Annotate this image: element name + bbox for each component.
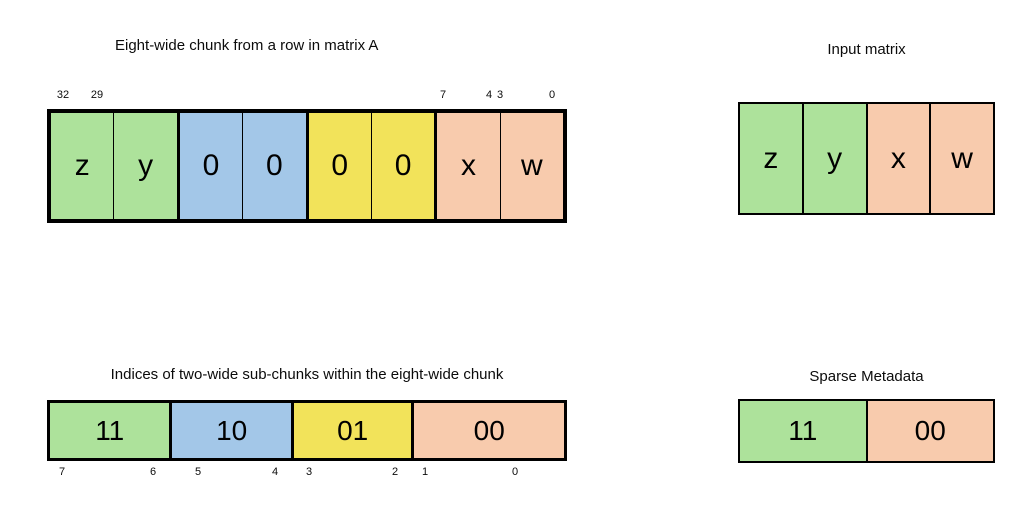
chunk-cell: 0	[371, 113, 438, 219]
chunk-cell-value: 0	[265, 149, 283, 182]
chunk-cell: 0	[243, 113, 309, 219]
chunk-cell-value: x	[460, 149, 476, 182]
input-matrix-box: z y x w	[738, 102, 995, 215]
index-cell: 11	[50, 403, 173, 458]
index-cell-value: 11	[95, 414, 125, 446]
chunk-cell: w	[500, 113, 563, 219]
chunk-cell-value: w	[520, 149, 543, 182]
bit-label: 7	[58, 466, 66, 478]
input-matrix-title: Input matrix	[827, 41, 906, 58]
index-cell-value: 10	[216, 414, 248, 446]
bit-label: 3	[496, 89, 504, 101]
index-cell: 01	[293, 403, 415, 458]
chunk-cell: 0	[179, 113, 244, 219]
bit-label: 6	[149, 466, 157, 478]
input-cell: x	[867, 104, 932, 213]
chunk-cell-value: y	[138, 149, 154, 182]
bit-label: 0	[511, 466, 519, 478]
input-cell-value: z	[763, 141, 779, 175]
chunk-bit-labels: 32 29 7 4 3 0	[47, 89, 567, 103]
sparse-cell-value: 00	[914, 415, 946, 446]
indices-title: Indices of two-wide sub-chunks within th…	[110, 366, 504, 383]
bit-label: 1	[421, 466, 429, 478]
chunk-cell: x	[437, 113, 501, 219]
input-cell: y	[803, 104, 868, 213]
input-cell-value: y	[827, 141, 843, 175]
bit-label: 29	[90, 89, 104, 101]
sparse-metadata-box: 11 00	[738, 399, 995, 463]
bit-label: 32	[56, 89, 70, 101]
bit-label: 7	[439, 89, 447, 101]
index-cell: 00	[414, 403, 565, 458]
indices-bit-labels: 7 6 5 4 3 2 1 0	[47, 466, 567, 480]
chunk-title: Eight-wide chunk from a row in matrix A	[115, 37, 379, 54]
indices-box: 11 10 01 00	[47, 400, 567, 461]
index-cell-value: 01	[337, 414, 369, 446]
eight-wide-chunk-box: z y 0 0 0 0 x w	[47, 109, 567, 223]
sparse-cell: 11	[740, 401, 868, 461]
bit-label: 2	[391, 466, 399, 478]
sparse-metadata-title: Sparse Metadata	[809, 368, 924, 385]
chunk-cell-value: 0	[202, 149, 220, 182]
bit-label: 5	[194, 466, 202, 478]
index-cell: 10	[172, 403, 294, 458]
index-cell-value: 00	[473, 414, 505, 446]
chunk-cell-value: z	[74, 149, 90, 182]
input-cell-value: w	[951, 141, 973, 175]
input-cell-value: x	[890, 141, 906, 175]
chunk-cell-value: 0	[394, 149, 412, 182]
chunk-cell: 0	[308, 113, 372, 219]
input-cell: z	[740, 104, 804, 213]
chunk-cell: z	[51, 113, 115, 219]
bit-label: 4	[485, 89, 493, 101]
sparse-cell: 00	[867, 401, 993, 461]
bit-label: 3	[305, 466, 313, 478]
chunk-cell: y	[114, 113, 180, 219]
bit-label: 4	[271, 466, 279, 478]
chunk-cell-value: 0	[331, 149, 349, 182]
bit-label: 0	[548, 89, 556, 101]
input-cell: w	[931, 104, 993, 213]
sparse-cell-value: 11	[788, 415, 818, 446]
